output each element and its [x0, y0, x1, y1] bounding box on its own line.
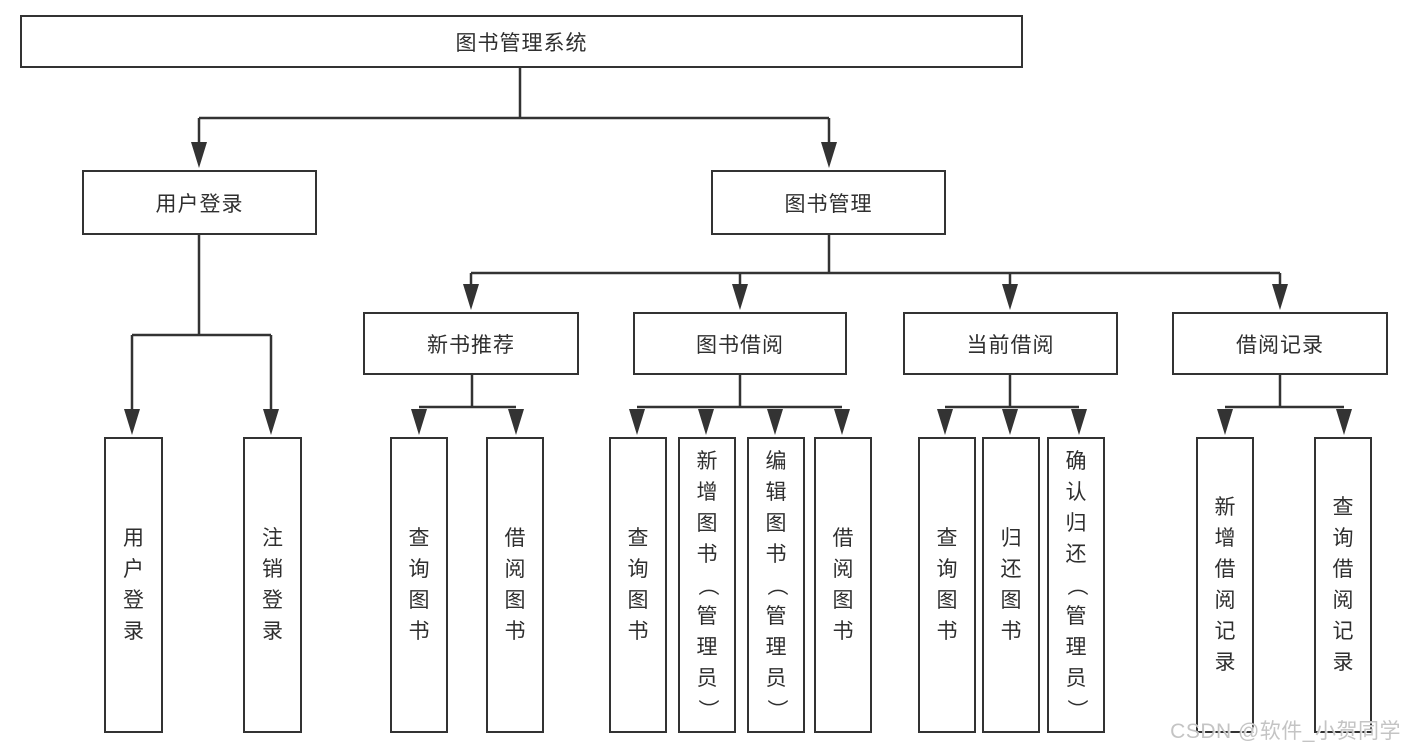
- node-label: 查询图书: [408, 527, 430, 643]
- node-leaf-user-login: 用户登录: [104, 437, 163, 733]
- node-leaf-query-books-3: 查询图书: [918, 437, 976, 733]
- node-label: 借阅图书: [832, 527, 854, 643]
- node-leaf-query-borrow-record: 查询借阅记录: [1314, 437, 1372, 733]
- node-leaf-borrow-books-1: 借阅图书: [486, 437, 544, 733]
- node-label: 新增图书（管理员）: [695, 449, 719, 720]
- node-label: 查询图书: [627, 527, 649, 643]
- node-leaf-query-books-1: 查询图书: [390, 437, 448, 733]
- node-label: 图书管理系统: [455, 31, 588, 55]
- node-leaf-borrow-books-2: 借阅图书: [814, 437, 872, 733]
- node-leaf-return-books: 归还图书: [982, 437, 1040, 733]
- node-leaf-edit-book-admin: 编辑图书（管理员）: [747, 437, 805, 733]
- arrowhead-icons: [124, 142, 1352, 435]
- node-label: 编辑图书（管理员）: [764, 449, 788, 720]
- node-label: 当前借阅: [966, 333, 1055, 357]
- node-leaf-add-book-admin: 新增图书（管理员）: [678, 437, 736, 733]
- node-label: 新书推荐: [427, 333, 515, 357]
- node-current-borrowing: 当前借阅: [903, 312, 1118, 375]
- node-label: 新增借阅记录: [1214, 496, 1236, 674]
- node-label: 查询借阅记录: [1332, 496, 1354, 674]
- node-label: 查询图书: [936, 527, 958, 643]
- node-leaf-query-books-2: 查询图书: [609, 437, 667, 733]
- node-label: 归还图书: [1000, 527, 1022, 643]
- node-borrowing-records: 借阅记录: [1172, 312, 1388, 375]
- node-leaf-logout: 注销登录: [243, 437, 302, 733]
- node-label: 借阅记录: [1236, 333, 1324, 357]
- node-book-borrowing: 图书借阅: [633, 312, 847, 375]
- node-label: 确认归还（管理员）: [1064, 449, 1088, 720]
- node-new-book-recommend: 新书推荐: [363, 312, 579, 375]
- node-label: 图书借阅: [696, 333, 784, 357]
- node-root-system: 图书管理系统: [20, 15, 1023, 68]
- node-label: 注销登录: [262, 527, 283, 643]
- node-leaf-add-borrow-record: 新增借阅记录: [1196, 437, 1254, 733]
- node-label: 用户登录: [155, 192, 244, 216]
- node-label: 图书管理: [784, 192, 873, 216]
- node-label: 借阅图书: [504, 527, 526, 643]
- csdn-watermark: CSDN @软件_小贺同学: [1170, 720, 1401, 743]
- node-leaf-confirm-return-admin: 确认归还（管理员）: [1047, 437, 1105, 733]
- node-book-management: 图书管理: [711, 170, 946, 235]
- connector-lines: [130, 68, 1344, 414]
- node-label: 用户登录: [123, 527, 144, 643]
- node-user-login: 用户登录: [82, 170, 317, 235]
